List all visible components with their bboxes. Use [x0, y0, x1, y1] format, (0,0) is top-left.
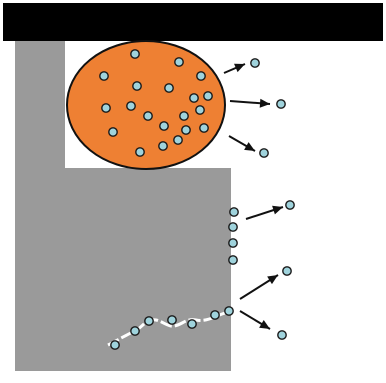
- line-particle: [130, 326, 140, 336]
- blob-particle: [158, 141, 168, 151]
- blob-particle: [173, 135, 183, 145]
- arrow-head: [244, 142, 255, 151]
- line-particle: [210, 310, 220, 320]
- escaped-particle: [285, 200, 295, 210]
- blob-particle: [199, 123, 209, 133]
- escaped-particle: [276, 99, 286, 109]
- blob-particle: [108, 127, 118, 137]
- escape-arrow: [229, 98, 271, 108]
- arrow-head: [259, 98, 270, 108]
- blob-particle: [99, 71, 109, 81]
- edge-particle: [228, 255, 238, 265]
- arrows-group: [223, 63, 284, 330]
- line-particle: [110, 340, 120, 350]
- escaped-particle: [259, 148, 269, 158]
- arrow-head: [267, 275, 278, 285]
- blob-particle: [101, 103, 111, 113]
- arrow-head: [259, 319, 270, 329]
- blob-particle: [196, 71, 206, 81]
- orange-blob: [66, 40, 226, 170]
- line-particle: [187, 319, 197, 329]
- blob-particle: [164, 83, 174, 93]
- blob-particle: [203, 91, 213, 101]
- arrow-head: [234, 63, 245, 73]
- edge-particle: [228, 222, 238, 232]
- escaped-particle: [277, 330, 287, 340]
- top-bar: [3, 3, 383, 41]
- escape-arrow: [245, 205, 284, 220]
- escape-arrow: [239, 274, 279, 300]
- blob-particle: [189, 93, 199, 103]
- blob-particle: [135, 147, 145, 157]
- line-particle: [224, 306, 234, 316]
- escape-arrow: [228, 135, 256, 152]
- blob-particle: [195, 105, 205, 115]
- line-particle: [144, 316, 154, 326]
- blob-particle: [181, 125, 191, 135]
- escaped-particle: [250, 58, 260, 68]
- blob-particle: [143, 111, 153, 121]
- blob-particle: [126, 101, 136, 111]
- blob-particle: [174, 57, 184, 67]
- escaped-particle: [282, 266, 292, 276]
- blob-particle: [130, 49, 140, 59]
- edge-particle: [228, 238, 238, 248]
- gray-block: [15, 41, 231, 371]
- particles-group: [99, 49, 295, 350]
- arrow-head: [272, 205, 283, 215]
- escape-arrow: [239, 310, 271, 330]
- blob-particle: [132, 81, 142, 91]
- line-particle: [167, 315, 177, 325]
- blob-particle: [179, 111, 189, 121]
- escape-arrow: [223, 63, 246, 74]
- edge-particle: [229, 207, 239, 217]
- blob-particle: [159, 121, 169, 131]
